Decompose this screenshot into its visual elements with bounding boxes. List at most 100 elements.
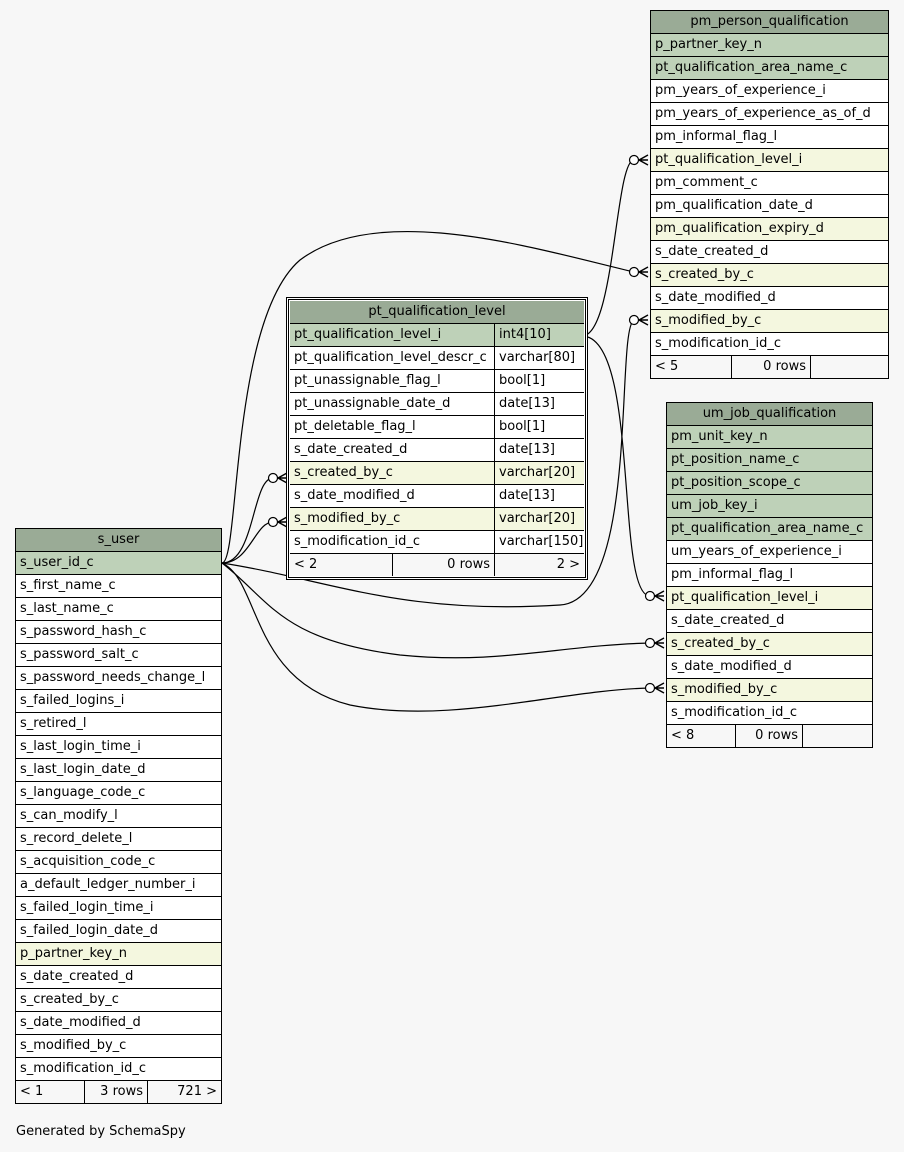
column-row[interactable]: s_password_needs_change_l [16, 667, 221, 690]
column-name: s_last_login_time_i [20, 739, 141, 754]
column-type: date[13] [494, 485, 584, 507]
column-row[interactable]: s_last_login_date_d [16, 759, 221, 782]
column-row[interactable]: s_can_modify_l [16, 805, 221, 828]
column-name: s_created_by_c [655, 267, 754, 282]
column-row[interactable]: s_user_id_c [16, 552, 221, 575]
optional-marker [628, 154, 640, 166]
column-row[interactable]: pm_unit_key_n [667, 426, 872, 449]
column-row[interactable]: pm_years_of_experience_i [651, 80, 888, 103]
column-row[interactable]: p_partner_key_n [651, 34, 888, 57]
column-row[interactable]: s_modification_id_c [651, 333, 888, 356]
footer-row-count: 0 rows [732, 356, 811, 378]
column-row[interactable]: pt_qualification_level_i [651, 149, 888, 172]
footer-parents[interactable]: < 1 [16, 1081, 85, 1103]
column-name: s_modified_by_c [655, 313, 762, 328]
column-name: s_can_modify_l [20, 808, 118, 823]
column-row[interactable]: s_acquisition_code_c [16, 851, 221, 874]
column-name: s_language_code_c [20, 785, 146, 800]
column-row[interactable]: pm_informal_flag_l [667, 564, 872, 587]
column-row[interactable]: s_date_created_d [16, 966, 221, 989]
column-row[interactable]: pt_qualification_level_i [667, 587, 872, 610]
column-row[interactable]: s_password_hash_c [16, 621, 221, 644]
column-row[interactable]: s_retired_l [16, 713, 221, 736]
column-row[interactable]: pm_qualification_date_d [651, 195, 888, 218]
column-row[interactable]: pt_position_scope_c [667, 472, 872, 495]
column-row[interactable]: pm_years_of_experience_as_of_d [651, 103, 888, 126]
column-row[interactable]: s_date_modified_d [651, 287, 888, 310]
column-row[interactable]: s_first_name_c [16, 575, 221, 598]
column-row[interactable]: a_default_ledger_number_i [16, 874, 221, 897]
column-row[interactable]: pm_informal_flag_l [651, 126, 888, 149]
column-row[interactable]: s_modified_by_c [16, 1035, 221, 1058]
column-name: s_created_by_c [20, 992, 119, 1007]
column-row[interactable]: pm_qualification_expiry_d [651, 218, 888, 241]
column-row[interactable]: s_created_by_c [651, 264, 888, 287]
column-row[interactable]: pm_comment_c [651, 172, 888, 195]
many-crowfoot-marker [654, 590, 665, 602]
column-row[interactable]: pt_position_name_c [667, 449, 872, 472]
column-row[interactable]: s_date_modified_d [667, 656, 872, 679]
column-row[interactable]: s_failed_login_time_i [16, 897, 221, 920]
column-row[interactable]: s_created_by_c [667, 633, 872, 656]
column-row[interactable]: s_record_delete_l [16, 828, 221, 851]
column-row[interactable]: s_modified_by_c [667, 679, 872, 702]
column-row[interactable]: pt_qualification_area_name_c [651, 57, 888, 80]
column-type: varchar[150] [494, 531, 584, 553]
table-footer: < 1 3 rows 721 > [16, 1081, 221, 1103]
footer-parents[interactable]: < 2 [290, 554, 393, 576]
column-name: s_created_by_c [294, 465, 393, 480]
column-row[interactable]: s_modification_id_c [667, 702, 872, 725]
column-type: varchar[80] [494, 347, 584, 369]
footer-children [811, 356, 888, 378]
column-name: pm_years_of_experience_i [655, 83, 826, 98]
column-row[interactable]: s_last_login_time_i [16, 736, 221, 759]
column-row[interactable]: s_created_by_c [16, 989, 221, 1012]
footer-children[interactable]: 721 > [177, 1084, 217, 1099]
column-name: um_job_key_i [671, 498, 758, 513]
column-type: bool[1] [494, 416, 584, 438]
relation-qualification-level-person [581, 159, 635, 337]
generator-credit: Generated by SchemaSpy [16, 1124, 186, 1139]
footer-parents[interactable]: < 8 [667, 725, 736, 747]
column-row[interactable]: s_date_created_d [651, 241, 888, 264]
table-footer: < 8 0 rows [667, 725, 872, 747]
column-row[interactable]: s_date_modified_d [16, 1012, 221, 1035]
column-row[interactable]: um_years_of_experience_i [667, 541, 872, 564]
column-name: s_first_name_c [20, 578, 116, 593]
column-name: pt_qualification_level_i [294, 327, 442, 342]
column-row[interactable]: p_partner_key_n [16, 943, 221, 966]
column-row[interactable]: s_date_created_d [667, 610, 872, 633]
footer-children[interactable]: 2 > [556, 557, 580, 572]
column-name: pm_informal_flag_l [655, 129, 778, 144]
column-row[interactable]: s_modified_by_c [651, 310, 888, 333]
column-row[interactable]: s_language_code_c [16, 782, 221, 805]
column-row[interactable]: pt_qualification_area_name_c [667, 518, 872, 541]
table-pt-qualification-level[interactable]: pt_qualification_level pt_qualification_… [286, 297, 588, 580]
column-row[interactable]: s_failed_login_date_d [16, 920, 221, 943]
column-row[interactable]: s_modification_id_c [16, 1058, 221, 1081]
column-row[interactable]: s_failed_logins_i [16, 690, 221, 713]
many-crowfoot-marker [638, 314, 649, 326]
relation-qualification-level-job [581, 335, 651, 597]
column-row[interactable]: um_job_key_i [667, 495, 872, 518]
many-crowfoot-marker [638, 154, 649, 166]
optional-marker [267, 516, 279, 528]
column-row[interactable]: s_last_name_c [16, 598, 221, 621]
column-name: s_modification_id_c [671, 705, 797, 720]
column-row[interactable]: s_password_salt_c [16, 644, 221, 667]
footer-parents[interactable]: < 5 [651, 356, 732, 378]
